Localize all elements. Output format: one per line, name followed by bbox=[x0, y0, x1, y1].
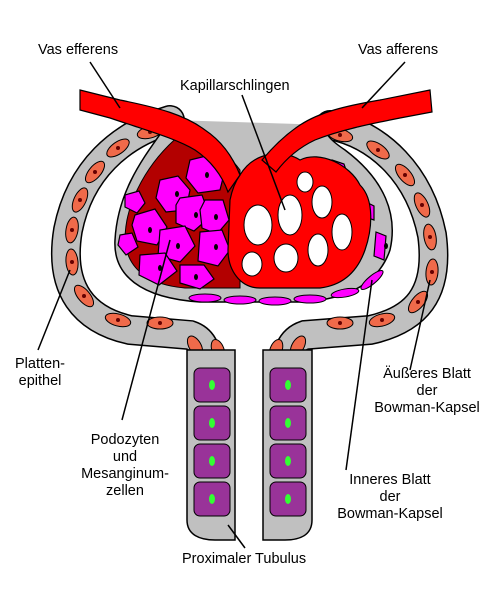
label-vas-afferens: Vas afferens bbox=[358, 42, 439, 58]
label-kapillarschlingen: Kapillarschlingen bbox=[180, 78, 290, 94]
tubulus-nuclei bbox=[209, 380, 291, 504]
label-vas-efferens: Vas efferens bbox=[38, 42, 119, 58]
label-podozyten: Podozyten und Mesanginum- zellen bbox=[81, 432, 169, 499]
podozyten-nuclei bbox=[148, 172, 388, 280]
label-proximaler-tubulus: Proximaler Tubulus bbox=[182, 551, 307, 567]
label-plattenepithel: Platten- epithel bbox=[15, 356, 65, 389]
vas-efferens-vessel bbox=[79, 89, 241, 194]
label-inneres-blatt: Inneres Blatt der Bowman-Kapsel bbox=[337, 472, 443, 522]
tubulus-cells bbox=[193, 367, 307, 517]
vas-afferens-vessel bbox=[261, 89, 433, 173]
kapillarschlingen bbox=[227, 153, 372, 289]
label-aeusseres-blatt: Äußeres Blatt der Bowman-Kapsel bbox=[374, 366, 480, 416]
leader-lines bbox=[37, 61, 431, 549]
plattenepithel-nuclei bbox=[70, 130, 434, 325]
